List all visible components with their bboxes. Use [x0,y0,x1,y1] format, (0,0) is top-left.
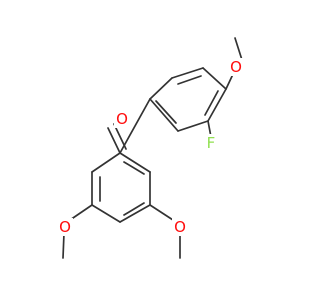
bond [91,204,121,223]
atom-labels: O F O O O [57,58,244,236]
atom-label-o: O [116,110,128,128]
bonds [62,37,243,259]
bond [149,98,179,132]
molecule-structure: O F O O O [57,37,244,259]
atom-label-f: F [207,134,216,152]
bond [149,204,174,221]
bond [113,123,127,150]
bond [149,77,173,100]
bond [155,100,177,124]
bond [177,75,202,85]
bond [204,90,219,116]
atom-label-o: O [230,58,242,76]
methoxy-oxygen-left: O [57,218,73,236]
molecule-diagram: O F O O O [57,37,244,259]
bond [119,152,151,173]
bond [69,204,93,221]
bond [62,232,65,259]
bond [177,120,209,132]
methoxy-oxygen-right: O [172,218,188,236]
bond [202,67,227,90]
bond [119,204,151,223]
bond [234,37,243,61]
bond [91,152,121,173]
bond [123,161,145,175]
fluorine-atom: F [203,134,219,152]
bond [171,67,204,79]
carbonyl-oxygen: O [114,110,130,128]
bond [207,88,227,122]
methoxy-oxygen-top: O [228,58,244,76]
bond [107,127,121,154]
bond [119,98,151,154]
atom-label-o: O [59,218,71,236]
atom-label-o: O [174,218,186,236]
bond [123,202,145,216]
